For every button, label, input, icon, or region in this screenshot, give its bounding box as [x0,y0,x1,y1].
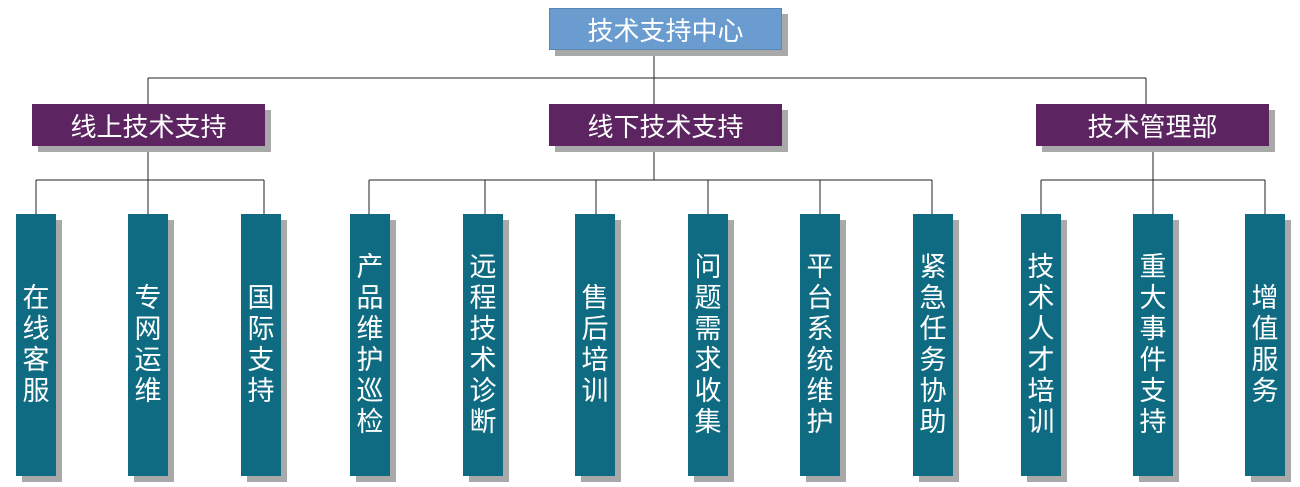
dept-node-tech-management: 技术管理部 [1036,104,1269,146]
leaf-node: 紧急任务协助 [913,214,953,476]
leaf-node: 增值服务 [1245,214,1285,476]
leaf-node: 技术人才培训 [1021,214,1061,476]
leaf-node: 产品维护巡检 [350,214,390,476]
leaf-node-label: 问题需求收集 [694,252,722,438]
leaf-node-label: 平台系统维护 [806,252,834,438]
dept-node-online-support: 线上技术支持 [32,104,265,146]
leaf-node: 平台系统维护 [800,214,840,476]
leaf-node-label: 专网运维 [134,283,162,407]
leaf-node: 国际支持 [241,214,281,476]
dept-node-offline-support: 线下技术支持 [549,104,782,146]
leaf-node-label: 增值服务 [1251,283,1279,407]
root-node: 技术支持中心 [549,8,782,50]
leaf-node: 售后培训 [575,214,615,476]
leaf-node-label: 重大事件支持 [1139,252,1167,438]
dept-node-label: 线下技术支持 [587,112,744,143]
leaf-node: 远程技术诊断 [463,214,503,476]
leaf-node: 专网运维 [128,214,168,476]
dept-node-label: 技术管理部 [1087,112,1218,143]
leaf-node-label: 售后培训 [581,283,609,407]
leaf-node: 重大事件支持 [1133,214,1173,476]
leaf-node-label: 产品维护巡检 [356,252,384,438]
leaf-node: 问题需求收集 [688,214,728,476]
leaf-node-label: 紧急任务协助 [919,252,947,438]
dept-node-label: 线上技术支持 [70,112,227,143]
leaf-node-label: 技术人才培训 [1027,252,1055,438]
leaf-node-label: 在线客服 [22,283,50,407]
leaf-node-label: 远程技术诊断 [469,252,497,438]
root-node-label: 技术支持中心 [587,16,744,47]
leaf-node-label: 国际支持 [247,283,275,407]
leaf-node: 在线客服 [16,214,56,476]
